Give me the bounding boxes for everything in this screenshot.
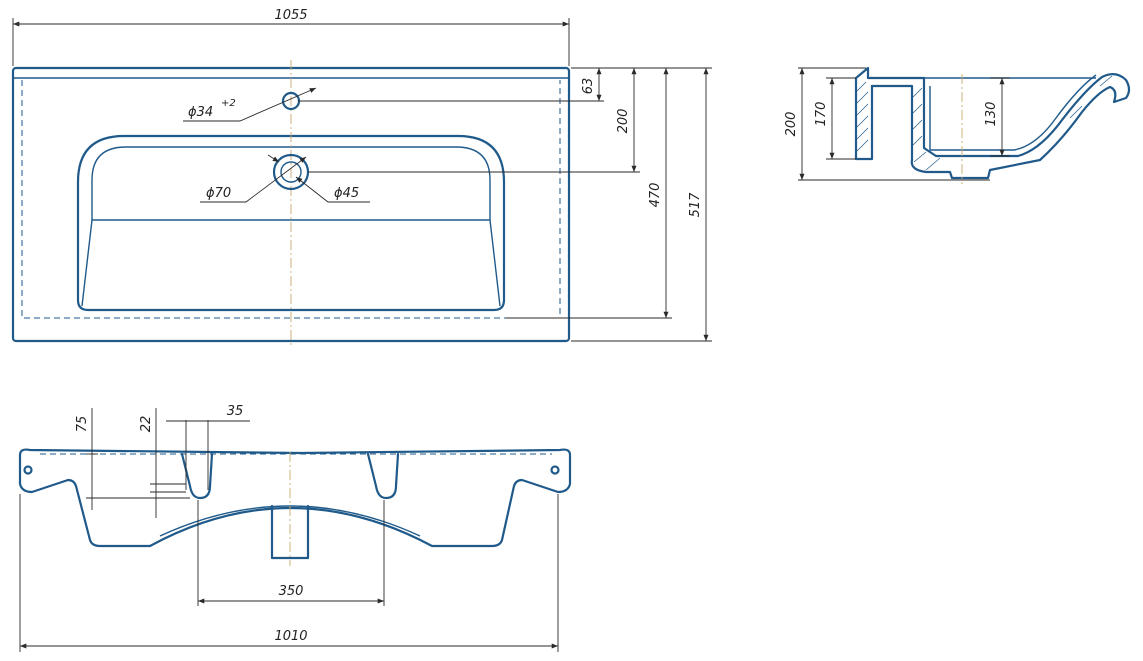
leader-drain-outer [200, 156, 307, 203]
basin-hidden-rim [21, 80, 561, 319]
label-tap: ϕ34 [188, 105, 213, 120]
dim-35-label: 35 [227, 404, 244, 419]
side-view: 200 170 130 [784, 66, 1131, 184]
label-drain-inner: ϕ45 [334, 186, 359, 201]
dim-side-200-label: 200 [784, 112, 799, 137]
leader-drain-inner [295, 176, 370, 203]
mount-hole-left [23, 465, 33, 475]
bowl-left-slope [81, 219, 93, 307]
slot-left [180, 452, 214, 500]
dim-22-label: 22 [139, 416, 154, 433]
dim-63-label: 63 [581, 78, 596, 95]
front-view: 1055 63 200 470 517 ϕ34 +2 ϕ70 ϕ45 [11, 8, 712, 346]
bottom-view: 75 22 35 350 1010 [18, 404, 572, 652]
dim-517-label: 517 [688, 192, 703, 218]
bowl-outline [76, 134, 506, 312]
mount-hole-right [550, 465, 560, 475]
dim-width-label: 1055 [274, 8, 307, 23]
dim-350-label: 350 [279, 584, 304, 599]
side-section-outline [854, 66, 1131, 180]
dim-side-170-label: 170 [814, 102, 829, 127]
rear-outline [18, 448, 572, 548]
dim-1010-label: 1010 [274, 629, 307, 644]
dim-200-label: 200 [616, 109, 631, 134]
side-inner-line [929, 74, 1097, 151]
side-hatching [855, 75, 1113, 171]
label-drain-outer: ϕ70 [206, 186, 231, 201]
rear-drain-outlet [270, 504, 310, 560]
drain-inner [280, 161, 302, 183]
dim-side-130-label: 130 [984, 102, 999, 127]
bowl-right-slope [489, 219, 501, 307]
dim-75-label: 75 [75, 416, 90, 433]
slot-right [366, 452, 400, 500]
leader-tap [183, 87, 317, 122]
label-tap-tol: +2 [221, 98, 236, 109]
dim-470-label: 470 [648, 183, 663, 208]
